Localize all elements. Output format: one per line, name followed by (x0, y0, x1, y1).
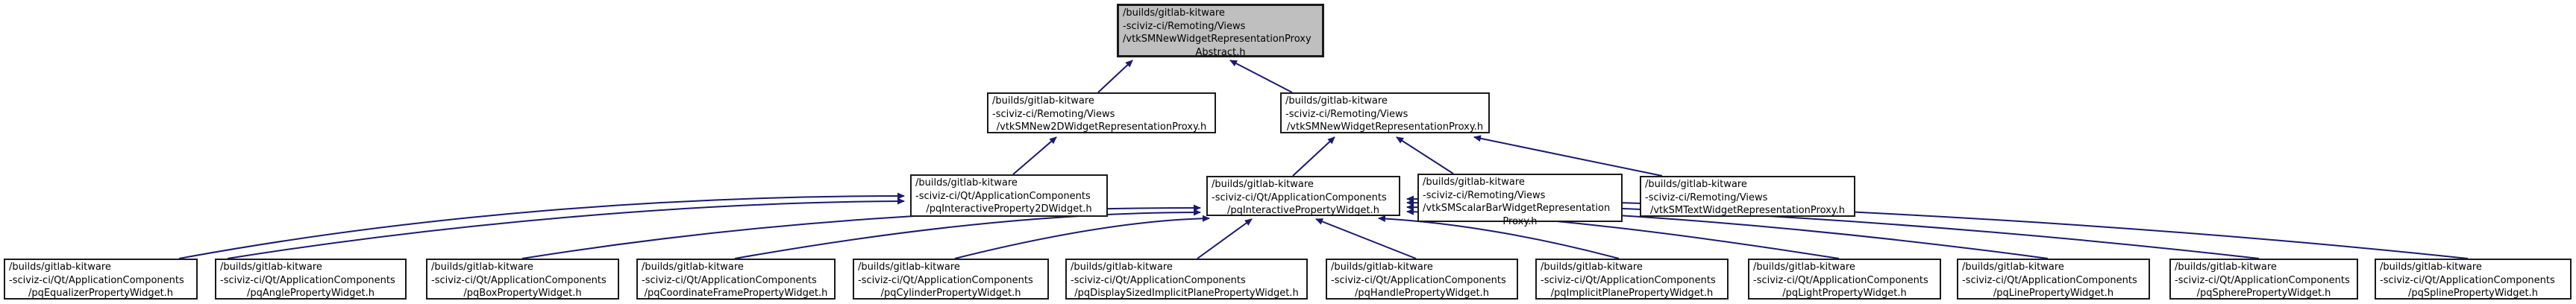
graph-node-label-line: /builds/gitlab-kitware (2175, 262, 2277, 273)
graph-node-label-line: /builds/gitlab-kitware (1331, 262, 1433, 273)
include-edge-displaysized-to-interactive (1197, 218, 1253, 259)
graph-node-label-line: -sciviz-ci/Qt/ApplicationComponents (2175, 274, 2350, 286)
graph-node-label-line: /pqSpherePropertyWidget.h (2196, 288, 2331, 299)
graph-node-label-line: -sciviz-ci/Qt/ApplicationComponents (1962, 274, 2137, 286)
graph-node-label-line: -sciviz-ci/Remoting/Views (992, 108, 1115, 120)
graph-node-label-line: /pqBoxPropertyWidget.h (463, 288, 582, 299)
include-edge-newwidget-to-abstract (1229, 60, 1293, 93)
graph-node-label-line: /vtkSMNew2DWidgetRepresentationProxy.h (996, 121, 1207, 133)
graph-node-label-line: Proxy.h (1502, 215, 1538, 227)
graph-node-label-line: /builds/gitlab-kitware (9, 262, 111, 273)
graph-node-label-line: -sciviz-ci/Qt/ApplicationComponents (9, 274, 184, 286)
graph-node-label-line: /builds/gitlab-kitware (1285, 95, 1388, 107)
include-edge-scalarbar-to-newwidget (1396, 136, 1454, 174)
graph-node-label-line: /vtkSMTextWidgetRepresentationProxy.h (1649, 205, 1846, 216)
graph-node-abstract[interactable]: /builds/gitlab-kitware-sciviz-ci/Remotin… (1117, 4, 1324, 58)
graph-node-line[interactable]: /builds/gitlab-kitware-sciviz-ci/Qt/Appl… (1957, 259, 2150, 300)
graph-node-coordframe[interactable]: /builds/gitlab-kitware-sciviz-ci/Qt/Appl… (636, 259, 836, 300)
graph-node-implicitplane[interactable]: /builds/gitlab-kitware-sciviz-ci/Qt/Appl… (1535, 259, 1729, 300)
include-edge-angle-to-interactive2d (227, 197, 905, 259)
graph-node-label-line: /pqLinePropertyWidget.h (1993, 288, 2114, 299)
graph-node-label-line: /builds/gitlab-kitware (858, 262, 960, 273)
graph-node-label-line: /builds/gitlab-kitware (1071, 262, 1173, 273)
graph-node-label-line: /builds/gitlab-kitware (642, 262, 744, 273)
graph-node-label-line: /builds/gitlab-kitware (2380, 262, 2482, 273)
graph-node-label-line: /builds/gitlab-kitware (431, 262, 533, 273)
graph-node-label-line: -sciviz-ci/Remoting/Views (1285, 108, 1408, 120)
graph-node-label-line: -sciviz-ci/Qt/ApplicationComponents (858, 274, 1033, 286)
graph-node-displaysized[interactable]: /builds/gitlab-kitware-sciviz-ci/Qt/Appl… (1065, 259, 1308, 300)
graph-node-label-line: /pqImplicitPlanePropertyWidget.h (1550, 288, 1714, 299)
graph-node-label-line: /vtkSMNewWidgetRepresentationProxy (1123, 34, 1311, 45)
graph-node-label-line: -sciviz-ci/Remoting/Views (1645, 191, 1768, 203)
graph-node-label-line: -sciviz-ci/Qt/ApplicationComponents (1212, 191, 1387, 203)
graph-node-textwidget[interactable]: /builds/gitlab-kitware-sciviz-ci/Remotin… (1640, 176, 1855, 217)
graph-node-label-line: -sciviz-ci/Remoting/Views (1123, 20, 1246, 32)
graph-node-label-line: /pqLightPropertyWidget.h (1782, 288, 1907, 299)
graph-node-angle[interactable]: /builds/gitlab-kitware-sciviz-ci/Qt/Appl… (215, 259, 407, 300)
graph-node-label-line: /builds/gitlab-kitware (1753, 262, 1855, 273)
graph-node-label-line: /pqInteractiveProperty2DWidget.h (926, 203, 1092, 215)
graph-node-newwidget[interactable]: /builds/gitlab-kitware-sciviz-ci/Remotin… (1280, 92, 1490, 133)
graph-node-label-line: /pqAnglePropertyWidget.h (246, 288, 375, 299)
graph-node-equalizer[interactable]: /builds/gitlab-kitware-sciviz-ci/Qt/Appl… (4, 259, 198, 300)
graph-node-label-line: /pqInteractivePropertyWidget.h (1226, 205, 1380, 216)
graph-node-label-line: /vtkSMScalarBarWidgetRepresentation (1423, 203, 1611, 214)
graph-node-label-line: /builds/gitlab-kitware (1962, 262, 2064, 273)
graph-node-label-line: -sciviz-ci/Qt/ApplicationComponents (431, 274, 607, 286)
graph-node-label-line: -sciviz-ci/Qt/ApplicationComponents (1071, 274, 1246, 286)
graph-node-label-line: /builds/gitlab-kitware (992, 95, 1094, 107)
include-edge-cylinder-to-interactive (954, 215, 1210, 259)
graph-node-sphere[interactable]: /builds/gitlab-kitware-sciviz-ci/Qt/Appl… (2169, 259, 2358, 300)
graph-node-box[interactable]: /builds/gitlab-kitware-sciviz-ci/Qt/Appl… (426, 259, 619, 300)
include-edge-coordframe-to-interactive (734, 209, 1201, 259)
graph-node-spline[interactable]: /builds/gitlab-kitware-sciviz-ci/Qt/Appl… (2375, 259, 2572, 300)
graph-node-label-line: /pqCylinderPropertyWidget.h (880, 288, 1021, 299)
graph-node-label-line: -sciviz-ci/Qt/ApplicationComponents (642, 274, 817, 286)
graph-node-new2d[interactable]: /builds/gitlab-kitware-sciviz-ci/Remotin… (987, 92, 1216, 133)
graph-node-light[interactable]: /builds/gitlab-kitware-sciviz-ci/Qt/Appl… (1748, 259, 1941, 300)
graph-node-label-line: -sciviz-ci/Remoting/Views (1423, 189, 1546, 201)
graph-node-label-line: /builds/gitlab-kitware (1645, 179, 1747, 190)
graph-node-label-line: -sciviz-ci/Qt/ApplicationComponents (1331, 274, 1506, 286)
graph-node-label-line: /vtkSMNewWidgetRepresentationProxy.h (1286, 121, 1484, 133)
graph-node-cylinder[interactable]: /builds/gitlab-kitware-sciviz-ci/Qt/Appl… (853, 259, 1049, 300)
include-edge-interactive-to-newwidget (1292, 136, 1335, 177)
graph-node-label-line: /builds/gitlab-kitware (220, 262, 322, 273)
graph-node-label-line: -sciviz-ci/Qt/ApplicationComponents (1541, 274, 1716, 286)
include-edge-handle-to-interactive (1315, 218, 1417, 259)
graph-node-label-line: /pqDisplaySizedImplicitPlanePropertyWidg… (1074, 288, 1299, 299)
graph-node-label-line: /pqEqualizerPropertyWidget.h (28, 288, 174, 299)
graph-node-label-line: /builds/gitlab-kitware (1212, 179, 1314, 190)
graph-node-interactive2d[interactable]: /builds/gitlab-kitware-sciviz-ci/Qt/Appl… (910, 174, 1108, 217)
graph-node-label-line: /pqCoordinateFramePropertyWidget.h (644, 288, 828, 299)
graph-node-label-line: Abstract.h (1195, 46, 1246, 58)
include-edge-textwidget-to-newwidget (1473, 135, 1663, 177)
graph-node-handle[interactable]: /builds/gitlab-kitware-sciviz-ci/Qt/Appl… (1326, 259, 1518, 300)
include-edge-equalizer-to-interactive2d (178, 192, 905, 259)
graph-node-label-line: /pqSplinePropertyWidget.h (2407, 288, 2538, 299)
graph-node-scalarbar[interactable]: /builds/gitlab-kitware-sciviz-ci/Remotin… (1417, 174, 1623, 227)
include-edge-implicitplane-to-interactive (1378, 215, 1620, 259)
graph-node-label-line: /builds/gitlab-kitware (1123, 7, 1225, 19)
graph-node-label-line: -sciviz-ci/Qt/ApplicationComponents (2380, 274, 2555, 286)
graph-node-label-line: -sciviz-ci/Qt/ApplicationComponents (915, 190, 1091, 202)
graph-node-label-line: /builds/gitlab-kitware (915, 177, 1018, 189)
graph-node-label-line: /pqHandlePropertyWidget.h (1355, 288, 1489, 299)
graph-node-label-line: -sciviz-ci/Qt/ApplicationComponents (220, 274, 395, 286)
include-edge-interactive2d-to-new2d (1012, 136, 1057, 175)
graph-node-label-line: -sciviz-ci/Qt/ApplicationComponents (1753, 274, 1928, 286)
graph-node-interactive[interactable]: /builds/gitlab-kitware-sciviz-ci/Qt/Appl… (1206, 176, 1400, 216)
graph-node-label-line: /builds/gitlab-kitware (1541, 262, 1643, 273)
graph-node-label-line: /builds/gitlab-kitware (1423, 177, 1525, 188)
include-edge-new2d-to-abstract (1097, 60, 1133, 93)
